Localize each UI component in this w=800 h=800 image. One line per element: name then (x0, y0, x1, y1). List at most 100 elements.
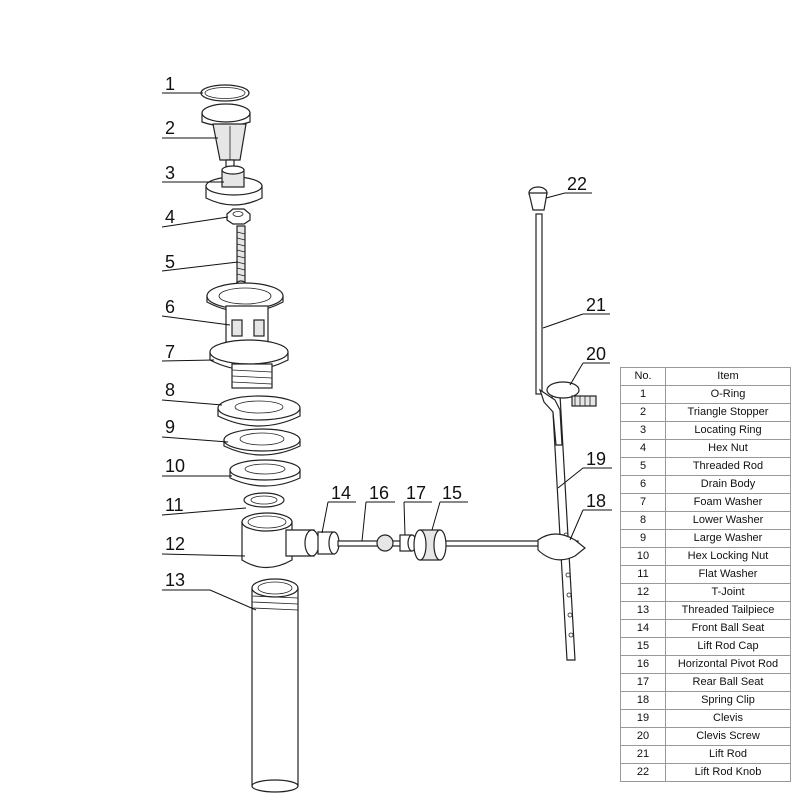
row-no: 4 (620, 439, 666, 458)
row-no: 21 (620, 745, 666, 764)
row-no: 22 (620, 763, 666, 782)
large-washer-drawing (223, 428, 301, 456)
row-no: 8 (620, 511, 666, 530)
column-header-no: No. (620, 367, 666, 386)
callout-14: 14 (331, 483, 351, 503)
row-item: Locating Ring (665, 421, 791, 440)
rear-ball-seat-drawing (399, 534, 417, 552)
row-item: Spring Clip (665, 691, 791, 710)
hex-locking-nut-drawing (229, 459, 301, 487)
callout-15: 15 (442, 483, 462, 503)
row-item: Clevis Screw (665, 727, 791, 746)
callout-9: 9 (165, 417, 175, 437)
callout-13: 13 (165, 570, 185, 590)
row-item: Hex Locking Nut (665, 547, 791, 566)
row-item: Lift Rod Knob (665, 763, 791, 782)
callout-22: 22 (567, 174, 587, 194)
callout-3: 3 (165, 163, 175, 183)
callout-1: 1 (165, 74, 175, 94)
row-item: Front Ball Seat (665, 619, 791, 638)
row-no: 1 (620, 385, 666, 404)
lift-rod-knob-drawing (528, 186, 548, 211)
threaded-tailpiece-drawing (251, 578, 299, 793)
row-item: Horizontal Pivot Rod (665, 655, 791, 674)
row-item: Foam Washer (665, 493, 791, 512)
row-item: Threaded Rod (665, 457, 791, 476)
row-item: Lift Rod (665, 745, 791, 764)
row-no: 15 (620, 637, 666, 656)
lift-rod-drawing (535, 213, 563, 446)
table-header-row: No. Item (620, 367, 791, 386)
callout-6: 6 (165, 297, 175, 317)
row-item: T-Joint (665, 583, 791, 602)
row-item: Hex Nut (665, 439, 791, 458)
locating-ring-drawing (205, 165, 263, 206)
callout-19: 19 (586, 449, 606, 469)
row-item: Clevis (665, 709, 791, 728)
row-item: O-Ring (665, 385, 791, 404)
row-no: 13 (620, 601, 666, 620)
callout-4: 4 (165, 207, 175, 227)
row-no: 6 (620, 475, 666, 494)
callout-10: 10 (165, 456, 185, 476)
row-item: Large Washer (665, 529, 791, 548)
hex-nut-drawing (226, 208, 251, 225)
spring-clip-drawing (537, 533, 586, 561)
flat-washer-drawing (243, 492, 285, 508)
row-item: Lift Rod Cap (665, 637, 791, 656)
row-no: 20 (620, 727, 666, 746)
callout-16: 16 (369, 483, 389, 503)
column-header-item: Item (665, 367, 791, 386)
row-no: 2 (620, 403, 666, 422)
row-no: 17 (620, 673, 666, 692)
row-no: 16 (620, 655, 666, 674)
row-no: 19 (620, 709, 666, 728)
callout-11: 11 (165, 495, 184, 515)
callout-17: 17 (406, 483, 426, 503)
row-no: 18 (620, 691, 666, 710)
row-no: 12 (620, 583, 666, 602)
row-item: Triangle Stopper (665, 403, 791, 422)
callout-7: 7 (165, 342, 175, 362)
row-no: 5 (620, 457, 666, 476)
callout-18: 18 (586, 491, 606, 511)
callout-numbers: 1 2 3 4 5 6 7 8 9 10 11 12 13 14 16 17 1… (165, 74, 606, 590)
callout-5: 5 (165, 252, 175, 272)
row-no: 11 (620, 565, 666, 584)
row-item: Rear Ball Seat (665, 673, 791, 692)
lift-rod-cap-drawing (413, 529, 447, 561)
callout-20: 20 (586, 344, 606, 364)
lower-washer-drawing (217, 395, 301, 427)
callout-12: 12 (165, 534, 185, 554)
foam-washer-drawing (209, 339, 289, 389)
row-item: Flat Washer (665, 565, 791, 584)
row-no: 10 (620, 547, 666, 566)
callout-21: 21 (586, 295, 606, 315)
row-item: Threaded Tailpiece (665, 601, 791, 620)
t-joint-drawing (241, 512, 320, 569)
clevis-screw-drawing (546, 381, 597, 407)
row-no: 9 (620, 529, 666, 548)
row-item: Lower Washer (665, 511, 791, 530)
